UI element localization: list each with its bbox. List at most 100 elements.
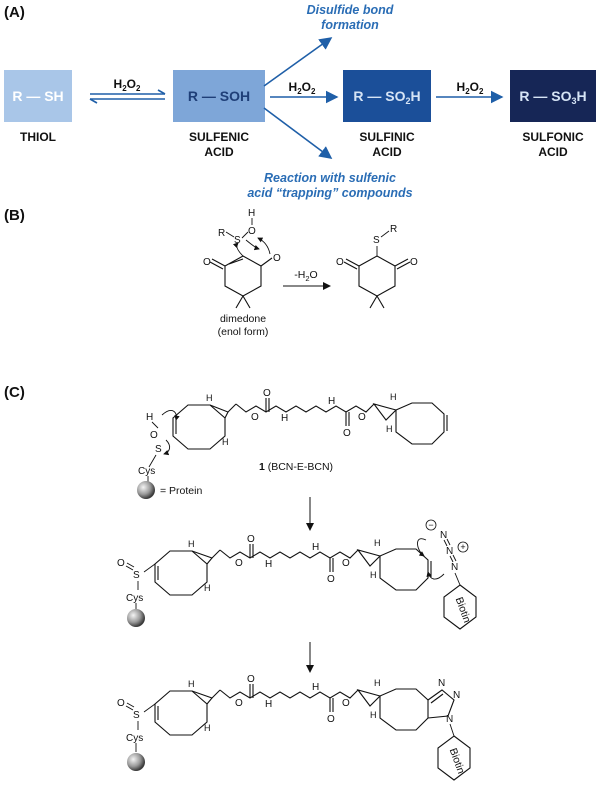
- h-atom-4: H: [386, 424, 393, 434]
- enol-oxygen: O: [273, 253, 281, 264]
- ester-o-1: O: [251, 412, 259, 423]
- h-atom-5: H: [188, 539, 195, 549]
- amide-n-4: H: [312, 542, 319, 553]
- adduct-s-oxygen: O: [117, 558, 125, 569]
- carbamate-o-5: O: [247, 674, 255, 685]
- sulfonic-formula: R — SO3H: [519, 88, 586, 106]
- azide-n-3: N: [451, 562, 458, 573]
- sulfonic-name-2: ACID: [538, 145, 568, 159]
- dimedone-caption-1: dimedone: [220, 313, 266, 325]
- protein-sphere-1: [137, 481, 155, 499]
- ester-o-3: O: [235, 558, 243, 569]
- sulfenic-hydrogen: H: [248, 208, 255, 219]
- product-s-oxygen: O: [117, 698, 125, 709]
- h-atom-6: H: [204, 583, 211, 593]
- ester-o-2: O: [358, 412, 366, 423]
- cys-label-2: Cys: [126, 593, 143, 604]
- biotin-label-2: Biotin: [447, 747, 467, 776]
- compound-label: 1 (BCN-E-BCN): [259, 461, 333, 473]
- h2o2-label-2: H2O2: [289, 80, 316, 96]
- sulfinic-formula: R — SO2H: [353, 88, 420, 106]
- triazole-n-2: N: [453, 690, 460, 701]
- sulfenic-box: R — SOH: [173, 70, 265, 122]
- h2o2-label-3: H2O2: [457, 80, 484, 96]
- cys-label-1: Cys: [138, 466, 155, 477]
- h-atom-8: H: [370, 570, 377, 580]
- bcn-e-bcn-structure: H H O O H H O O H H: [172, 388, 448, 450]
- h-atom-12: H: [370, 710, 377, 720]
- sulfinic-name-1: SULFINIC: [359, 130, 415, 144]
- amide-n-1: H: [281, 413, 288, 424]
- sulfonic-name-1: SULFONIC: [522, 130, 584, 144]
- carbamate-o-4: O: [327, 574, 335, 585]
- dimedone-caption-2: (enol form): [218, 326, 269, 338]
- sulfenic-formula: R — SOH: [188, 88, 250, 104]
- panel-label-b: (B): [4, 207, 25, 224]
- amide-n-3: H: [265, 559, 272, 570]
- carbonyl-oxygen: O: [203, 257, 211, 268]
- h-atom-1: H: [206, 393, 213, 403]
- carbamate-o-1: O: [263, 388, 271, 399]
- triazole-product-structure: H H O O H H O O H H N N N S O Cys: [117, 674, 471, 781]
- cys-label-3: Cys: [126, 733, 143, 744]
- arrow-to-disulfide: [263, 37, 333, 87]
- h-atom-3: H: [390, 392, 397, 402]
- sulfenic-name-1: SULFENIC: [189, 130, 249, 144]
- h-atom-2: H: [222, 437, 229, 447]
- sulfenic-o-c: O: [150, 430, 158, 441]
- thiol-formula: R — SH: [12, 88, 63, 104]
- adduct-sulfur: S: [373, 235, 380, 246]
- panel-label-c: (C): [4, 384, 25, 401]
- h-atom-9: H: [188, 679, 195, 689]
- adduct-oxygen-left: O: [336, 257, 344, 268]
- h-atom-7: H: [374, 538, 381, 548]
- sulfur-label: S: [234, 235, 241, 246]
- protein-sulfenic-acid: H O S Cys: [138, 410, 180, 482]
- h-atom-11: H: [374, 678, 381, 688]
- arrow-to-trapping: [263, 107, 333, 159]
- disulfide-note-2: formation: [321, 18, 379, 32]
- sulfenic-oxygen: O: [248, 226, 256, 237]
- sulfenic-s-c: S: [155, 444, 162, 455]
- sulfonic-box: R — SO3H: [510, 70, 596, 122]
- triazole-n-3: N: [446, 714, 453, 725]
- ester-o-4: O: [342, 558, 350, 569]
- h-atom-10: H: [204, 723, 211, 733]
- h2o2-label-1: H2O2: [114, 77, 141, 93]
- amide-n-5: H: [265, 699, 272, 710]
- sulfinic-name-2: ACID: [372, 145, 402, 159]
- thiol-box: R — SH: [4, 70, 72, 122]
- dimedone-adduct-structure: O O S R: [336, 224, 418, 309]
- carbamate-o-6: O: [327, 714, 335, 725]
- triazole-n-1: N: [438, 678, 445, 689]
- sulfenic-h: H: [146, 412, 153, 423]
- protein-legend: = Protein: [160, 485, 202, 497]
- plus-charge: +: [460, 542, 465, 552]
- adduct-s: S: [133, 570, 140, 581]
- product-s: S: [133, 710, 140, 721]
- biotin-label-1: Biotin: [453, 596, 473, 625]
- minus-charge: −: [428, 520, 433, 530]
- trapping-note-2: acid “trapping” compounds: [247, 186, 412, 200]
- azide-n-2: N: [446, 546, 453, 557]
- sulfenic-name-2: ACID: [204, 145, 234, 159]
- carbamate-o-2: O: [343, 428, 351, 439]
- trapping-note-1: Reaction with sulfenic: [264, 171, 396, 185]
- ester-o-6: O: [342, 698, 350, 709]
- sulfinic-box: R — SO2H: [343, 70, 431, 122]
- adduct-oxygen-right: O: [410, 257, 418, 268]
- disulfide-note-1: Disulfide bond: [307, 3, 394, 17]
- equilibrium-arrow: [89, 89, 166, 104]
- amide-n-2: H: [328, 396, 335, 407]
- r-group-label: R: [218, 228, 225, 239]
- azide-n-1: N: [440, 530, 447, 541]
- protein-sphere-3: [127, 753, 145, 771]
- dimedone-enol-structure: O O R S O H: [203, 208, 281, 309]
- protein-sphere-2: [127, 609, 145, 627]
- adduct-r-group: R: [390, 224, 397, 235]
- thiol-name: THIOL: [20, 130, 56, 144]
- water-loss-label: -H2O: [294, 269, 317, 283]
- amide-n-6: H: [312, 682, 319, 693]
- panel-label-a: (A): [4, 4, 25, 21]
